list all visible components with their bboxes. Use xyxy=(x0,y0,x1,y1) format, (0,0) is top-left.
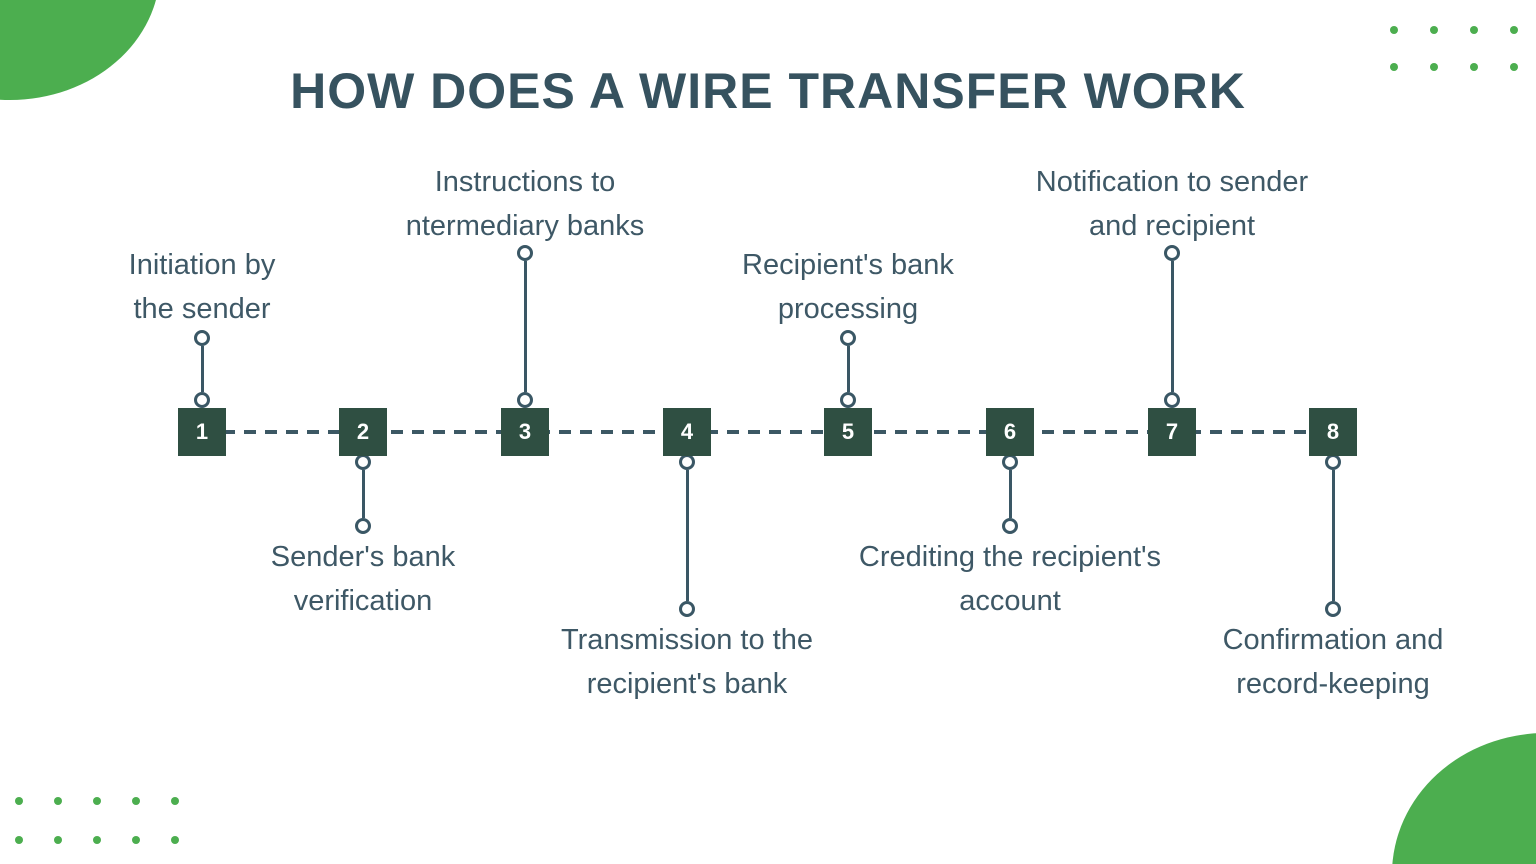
step-node: 3 xyxy=(501,408,549,456)
connector-endpoint-circle xyxy=(840,330,856,346)
connector-endpoint-circle xyxy=(517,392,533,408)
connector-endpoint-circle xyxy=(194,330,210,346)
step-number: 7 xyxy=(1165,419,1179,444)
connector-endpoint-circle xyxy=(1325,454,1341,470)
step-connector xyxy=(1002,454,1018,534)
decor-dot xyxy=(93,836,101,844)
step-number: 6 xyxy=(1003,419,1017,444)
step-node: 2 xyxy=(339,408,387,456)
connector-line xyxy=(523,261,527,392)
decor-dot xyxy=(132,836,140,844)
connector-endpoint-circle xyxy=(1164,245,1180,261)
step-number: 8 xyxy=(1326,419,1340,444)
step-number: 5 xyxy=(841,419,855,444)
decor-dot xyxy=(54,836,62,844)
decor-dot xyxy=(1470,26,1478,34)
step-connector xyxy=(679,454,695,617)
connector-endpoint-circle xyxy=(355,454,371,470)
decor-dot xyxy=(54,797,62,805)
timeline-dashed-line xyxy=(202,430,1333,434)
connector-line xyxy=(1331,470,1335,601)
step-node: 4 xyxy=(663,408,711,456)
connector-line xyxy=(1170,261,1174,392)
decor-dot xyxy=(132,797,140,805)
decor-dot xyxy=(171,797,179,805)
decor-dot xyxy=(171,836,179,844)
decor-dot xyxy=(1510,63,1518,71)
decor-dot xyxy=(15,836,23,844)
decor-dot xyxy=(15,797,23,805)
step-node: 8 xyxy=(1309,408,1357,456)
connector-endpoint-circle xyxy=(1002,518,1018,534)
step-connector xyxy=(355,454,371,534)
connector-endpoint-circle xyxy=(840,392,856,408)
decor-dot xyxy=(1430,26,1438,34)
connector-line xyxy=(361,470,365,518)
corner-blob-bottom-right xyxy=(1392,733,1536,864)
connector-endpoint-circle xyxy=(679,454,695,470)
step-connector xyxy=(1164,245,1180,408)
connector-line xyxy=(685,470,689,601)
connector-endpoint-circle xyxy=(1164,392,1180,408)
connector-line xyxy=(846,346,850,392)
page-title: HOW DOES A WIRE TRANSFER WORK xyxy=(290,63,1246,119)
step-number: 3 xyxy=(518,419,532,444)
decor-dot xyxy=(1390,63,1398,71)
step-connector xyxy=(194,330,210,408)
connector-endpoint-circle xyxy=(1002,454,1018,470)
decor-dot xyxy=(1510,26,1518,34)
step-node: 1 xyxy=(178,408,226,456)
step-connector xyxy=(840,330,856,408)
decor-dot xyxy=(93,797,101,805)
connector-endpoint-circle xyxy=(355,518,371,534)
decor-dot xyxy=(1430,63,1438,71)
decor-dot xyxy=(1470,63,1478,71)
step-node: 5 xyxy=(824,408,872,456)
step-number: 4 xyxy=(680,419,694,444)
step-node: 6 xyxy=(986,408,1034,456)
step-connector xyxy=(517,245,533,408)
decor-dot xyxy=(1390,26,1398,34)
step-connector xyxy=(1325,454,1341,617)
connector-endpoint-circle xyxy=(517,245,533,261)
connector-line xyxy=(200,346,204,392)
connector-endpoint-circle xyxy=(679,601,695,617)
connector-endpoint-circle xyxy=(1325,601,1341,617)
connector-line xyxy=(1008,470,1012,518)
connector-endpoint-circle xyxy=(194,392,210,408)
step-number: 2 xyxy=(356,419,370,444)
step-number: 1 xyxy=(195,419,209,444)
step-node: 7 xyxy=(1148,408,1196,456)
